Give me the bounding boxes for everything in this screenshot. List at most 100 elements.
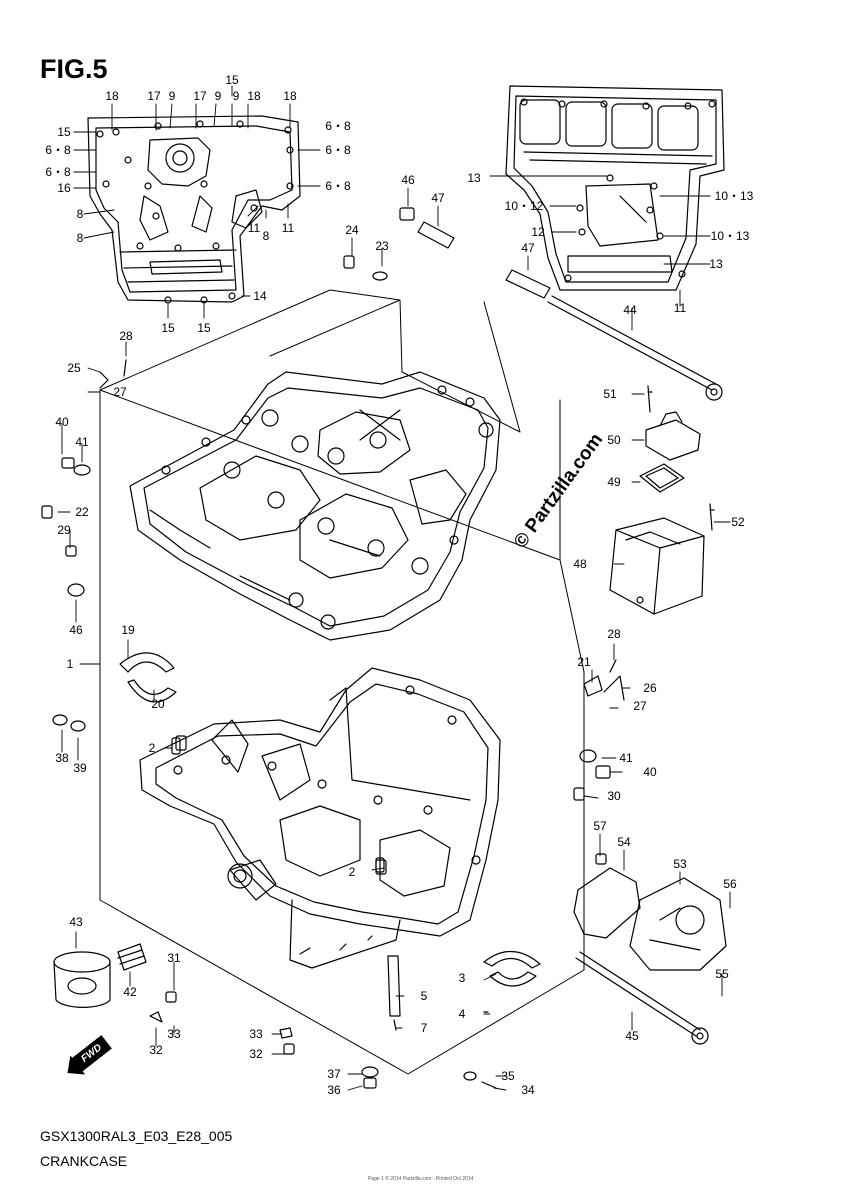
callout: 10・13 bbox=[711, 229, 750, 243]
breather-cover bbox=[609, 517, 705, 615]
exploded-view-boundary bbox=[99, 289, 585, 1075]
oil-pump-gasket bbox=[573, 867, 641, 939]
bearing-shells-3 bbox=[483, 950, 541, 987]
callout: 47 bbox=[521, 241, 535, 255]
callout: 27 bbox=[113, 385, 127, 399]
callout: 22 bbox=[75, 505, 89, 519]
callout: 2 bbox=[149, 741, 156, 755]
callout: 18 bbox=[283, 89, 297, 103]
callout: 46 bbox=[69, 623, 83, 637]
oil-filter bbox=[53, 943, 147, 1008]
figure-code: GSX1300RAL3_E03_E28_005 bbox=[40, 1128, 233, 1144]
callout: 18 bbox=[247, 89, 261, 103]
callout: 17 bbox=[147, 89, 161, 103]
callout: 17 bbox=[193, 89, 207, 103]
callout: 7 bbox=[421, 1021, 428, 1035]
callout: 28 bbox=[119, 329, 133, 343]
callout: 11 bbox=[282, 221, 295, 235]
callout: 44 bbox=[623, 303, 637, 317]
callout-labels: 1 2 2 3 4 5 7 8 8 8 11 11 11 12 13 13 14… bbox=[45, 73, 753, 1097]
callout: 6・8 bbox=[325, 179, 351, 193]
small-fasteners bbox=[41, 207, 715, 1089]
callout: 11 bbox=[674, 301, 687, 315]
leader-lines bbox=[57, 85, 731, 1091]
figure-caption: CRANKCASE bbox=[40, 1153, 128, 1169]
callout: 31 bbox=[167, 951, 181, 965]
callout: 41 bbox=[75, 435, 89, 449]
callout: 25 bbox=[67, 361, 81, 375]
callout: 12 bbox=[531, 225, 545, 239]
callout: 57 bbox=[593, 819, 607, 833]
callout: 50 bbox=[607, 433, 621, 447]
callout: 6・8 bbox=[325, 143, 351, 157]
callout: 15 bbox=[197, 321, 211, 335]
figure-title: FIG.5 bbox=[40, 54, 108, 84]
callout: 40 bbox=[643, 765, 657, 779]
callout: 56 bbox=[723, 877, 737, 891]
callout: 26 bbox=[643, 681, 657, 695]
callout: 43 bbox=[69, 915, 83, 929]
callout: 30 bbox=[607, 789, 621, 803]
crankcase-bolt-44 bbox=[547, 295, 723, 401]
callout: 13 bbox=[467, 171, 481, 185]
callout: 11 bbox=[248, 221, 261, 235]
callout: 4 bbox=[459, 1007, 466, 1021]
callout: 48 bbox=[573, 557, 587, 571]
callout: 9 bbox=[233, 89, 240, 103]
callout: 2 bbox=[349, 865, 356, 879]
callout: 10・12 bbox=[505, 199, 544, 213]
callout: 18 bbox=[105, 89, 119, 103]
callout: 6・8 bbox=[45, 143, 71, 157]
callout: 33 bbox=[167, 1027, 181, 1041]
callout: 15 bbox=[57, 125, 71, 139]
callout: 37 bbox=[327, 1067, 341, 1081]
callout: 34 bbox=[521, 1083, 535, 1097]
callout: 16 bbox=[57, 181, 71, 195]
callout: 46 bbox=[401, 173, 415, 187]
bearing-shells-19-20 bbox=[119, 652, 177, 703]
inset-lower-case-view bbox=[87, 115, 301, 304]
callout: 1 bbox=[67, 657, 74, 671]
lower-crankcase bbox=[139, 667, 501, 969]
callout: 39 bbox=[73, 761, 87, 775]
callout: 32 bbox=[149, 1043, 163, 1057]
callout: 8 bbox=[263, 229, 270, 243]
callout: 33 bbox=[249, 1027, 263, 1041]
callout: 9 bbox=[215, 89, 222, 103]
callout: 24 bbox=[345, 223, 359, 237]
oil-pump-cover bbox=[629, 877, 727, 971]
callout: 29 bbox=[57, 523, 71, 537]
callout: 49 bbox=[607, 475, 621, 489]
callout: 53 bbox=[673, 857, 687, 871]
callout: 55 bbox=[715, 967, 729, 981]
callout: 13 bbox=[709, 257, 723, 271]
callout: 6・8 bbox=[45, 165, 71, 179]
callout: 6・8 bbox=[325, 119, 351, 133]
callout: 21 bbox=[577, 655, 591, 669]
callout: 32 bbox=[249, 1047, 263, 1061]
callout: 45 bbox=[625, 1029, 639, 1043]
callout: 15 bbox=[161, 321, 175, 335]
crankcase-bolt-45 bbox=[575, 951, 709, 1045]
callout: 27 bbox=[633, 699, 647, 713]
callout: 9 bbox=[169, 89, 176, 103]
callout: 8 bbox=[77, 207, 84, 221]
callout: 42 bbox=[123, 985, 137, 999]
callout: 40 bbox=[55, 415, 69, 429]
callout: 23 bbox=[375, 239, 389, 253]
callout: 28 bbox=[607, 627, 621, 641]
callout: 5 bbox=[421, 989, 428, 1003]
callout: 36 bbox=[327, 1083, 341, 1097]
footer-small-print: Page 1 © 2014 Partzilla.com - Printed Oc… bbox=[368, 1176, 474, 1182]
callout: 41 bbox=[619, 751, 633, 765]
callout: 35 bbox=[501, 1069, 515, 1083]
callout: 15 bbox=[225, 73, 239, 87]
callout: 52 bbox=[731, 515, 745, 529]
callout: 38 bbox=[55, 751, 69, 765]
callout: 51 bbox=[603, 387, 617, 401]
callout: 19 bbox=[121, 623, 135, 637]
callout: 14 bbox=[253, 289, 267, 303]
callout: 10・13 bbox=[715, 189, 754, 203]
callout: 3 bbox=[459, 971, 466, 985]
